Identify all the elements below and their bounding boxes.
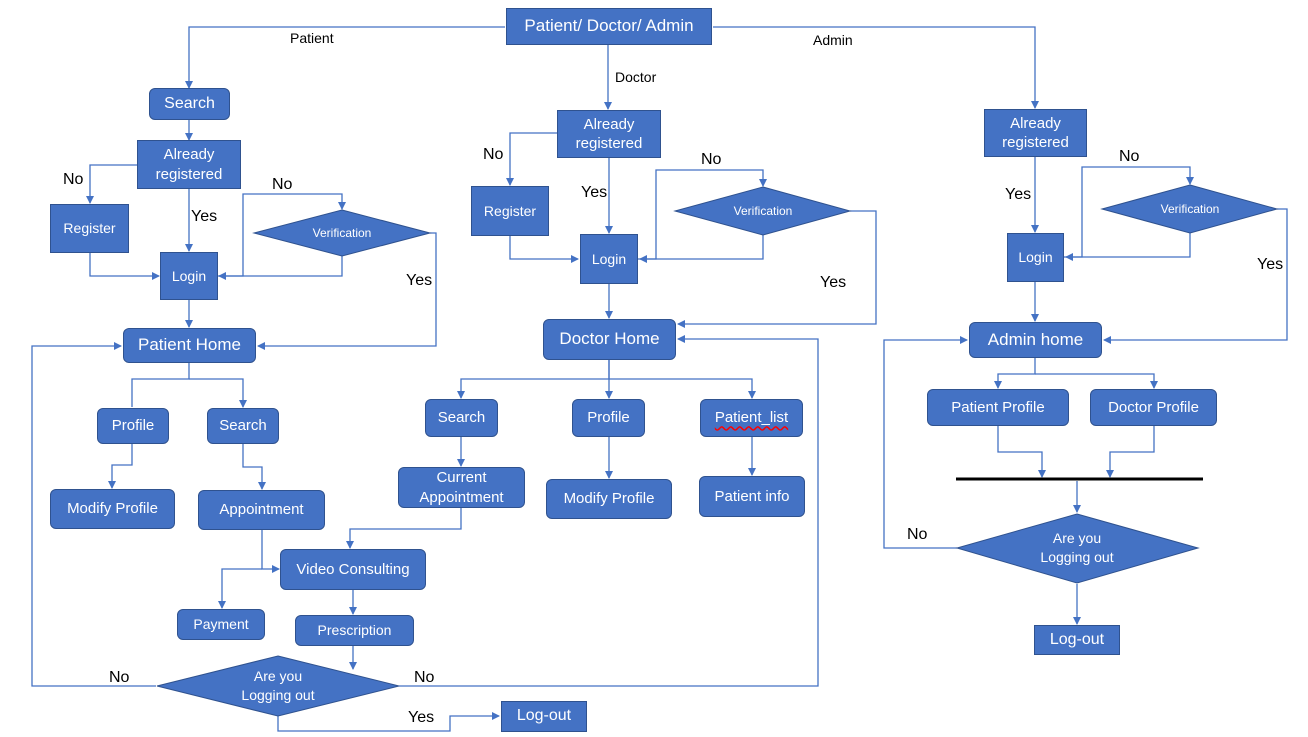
d-patient-list-label: Patient_list xyxy=(714,409,789,427)
a-doctor-profile-box: Doctor Profile xyxy=(1090,389,1217,426)
edge-p-home-search xyxy=(189,378,247,408)
p-logout-diamond xyxy=(156,655,400,717)
d-register-box: Register xyxy=(471,186,549,236)
edge-a-patientprofile-bar xyxy=(997,426,1046,478)
d-already-registered-box: Already registered xyxy=(557,110,661,158)
a-patient-profile-box: Patient Profile xyxy=(927,389,1069,426)
p-logout-box: Log-out xyxy=(501,701,587,732)
edge-p-profile-modify xyxy=(108,444,133,489)
p-already-registered-box: Already registered xyxy=(137,140,241,189)
edge-d-home-patientlist xyxy=(609,378,756,399)
a-logout-diamond xyxy=(955,513,1200,584)
d-patient-info-box: Patient info xyxy=(699,476,805,517)
a-already-registered-box: Already registered xyxy=(984,109,1087,157)
edge-p-appointment-video xyxy=(261,530,280,573)
p-profile-box: Profile xyxy=(97,408,169,444)
edge-a-home-split xyxy=(994,358,1036,389)
p-search-box: Search xyxy=(149,88,230,120)
d-verification-label: Verification xyxy=(733,203,793,218)
p-label-yes-logout: Yes xyxy=(408,709,435,726)
p-logging-out-label: Are you Logging out xyxy=(241,668,315,703)
p-register-box: Register xyxy=(50,204,129,253)
edge-a-doctorprofile-bar xyxy=(1106,426,1155,478)
d-current-appointment-box: Current Appointment xyxy=(398,467,525,508)
edge-a-logout-no xyxy=(883,336,968,549)
edge-a-home-doctorprofile xyxy=(1035,373,1158,389)
edge-p-logout-no-right xyxy=(399,335,819,687)
edge-p-search-appointment xyxy=(242,444,266,490)
d-label-yes-login: Yes xyxy=(581,184,608,201)
d-home-box: Doctor Home xyxy=(543,319,676,360)
edge-top-to-admin xyxy=(713,26,1039,109)
edge-a-verification-yes xyxy=(1103,208,1288,344)
edge-p-logout-no xyxy=(31,342,156,687)
top-node-title: Patient/ Doctor/ Admin xyxy=(506,8,712,45)
d-login-box: Login xyxy=(580,234,638,284)
branch-label-admin: Admin xyxy=(813,32,853,48)
p-login-box: Login xyxy=(160,252,218,300)
a-verification-diamond xyxy=(1100,184,1279,234)
branch-label-doctor: Doctor xyxy=(615,69,657,85)
edge-p-verification-no xyxy=(218,256,343,280)
edge-d-registered-register xyxy=(506,132,557,186)
a-verification-label: Verification xyxy=(1160,201,1220,216)
p-label-yes-login: Yes xyxy=(191,208,218,225)
edge-p-home-split xyxy=(131,363,190,407)
edge-top-to-patient xyxy=(185,26,505,89)
p-verification-diamond xyxy=(252,209,432,257)
p-label-no-verification: No xyxy=(272,176,293,193)
edge-d-verification-yes xyxy=(677,210,877,328)
d-label-yes-verification: Yes xyxy=(820,274,847,291)
a-label-no-verification: No xyxy=(1119,148,1140,165)
a-label-yes-verification: Yes xyxy=(1257,256,1284,273)
p-appointment-box: Appointment xyxy=(198,490,325,530)
p-label-no-logout-right: No xyxy=(414,669,435,686)
edge-d-verification-no xyxy=(639,235,764,263)
p-search2-box: Search xyxy=(207,408,279,444)
a-logging-out-label: Are you Logging out xyxy=(1040,530,1114,565)
edge-p-appointment-payment xyxy=(218,568,262,609)
p-modify-profile-box: Modify Profile xyxy=(50,489,175,529)
a-login-box: Login xyxy=(1007,233,1064,282)
d-label-no-verification: No xyxy=(701,151,722,168)
edge-a-verification-no xyxy=(1065,233,1191,261)
p-home-box: Patient Home xyxy=(123,328,256,363)
a-label-no-logout: No xyxy=(907,526,928,543)
d-search-box: Search xyxy=(425,399,498,437)
a-label-yes-login: Yes xyxy=(1005,186,1032,203)
edge-p-registered-register xyxy=(86,164,137,204)
d-profile-box: Profile xyxy=(572,399,645,437)
edge-d-home-split xyxy=(457,360,610,399)
edge-d-current-video xyxy=(346,508,462,549)
edge-p-register-login xyxy=(89,253,160,280)
d-verification-diamond xyxy=(673,186,852,236)
p-label-yes-verification: Yes xyxy=(406,272,433,289)
p-prescription-box: Prescription xyxy=(295,615,414,646)
a-logout-box: Log-out xyxy=(1034,625,1120,655)
p-label-no-register: No xyxy=(63,171,84,188)
a-home-box: Admin home xyxy=(969,322,1102,358)
branch-label-patient: Patient xyxy=(290,30,334,46)
p-label-no-logout-left: No xyxy=(109,669,130,686)
d-label-no-register: No xyxy=(483,146,504,163)
p-verification-label: Verification xyxy=(312,225,372,240)
edge-p-verification-yes xyxy=(257,232,437,350)
d-modify-profile-box: Modify Profile xyxy=(546,479,672,519)
p-payment-box: Payment xyxy=(177,609,265,640)
d-patient-list-box: Patient_list xyxy=(700,399,803,437)
p-video-consulting-box: Video Consulting xyxy=(280,549,426,590)
edge-p-logout-yes xyxy=(277,708,500,732)
edge-d-register-login xyxy=(509,236,579,263)
